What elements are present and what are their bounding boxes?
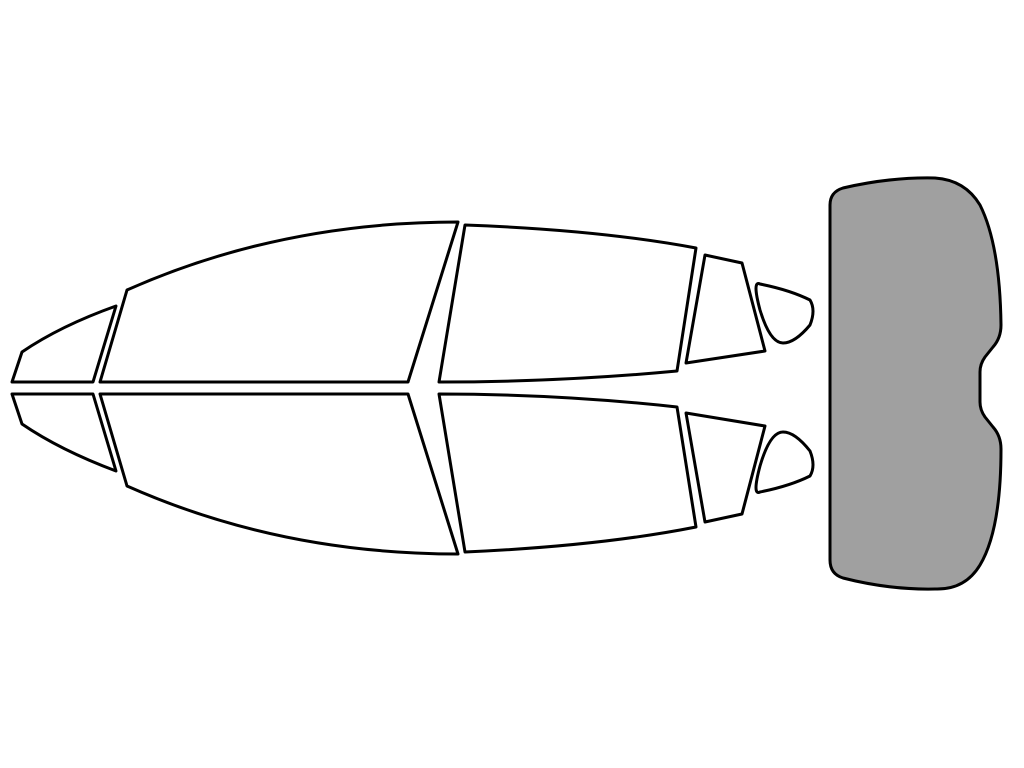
bottom-front-door-window[interactable] bbox=[98, 392, 460, 556]
top-front-door-window[interactable] bbox=[98, 220, 460, 384]
bottom-front-quarter-window[interactable] bbox=[10, 392, 118, 473]
top-rear-door-window[interactable] bbox=[437, 223, 698, 384]
bottom-rear-quarter-window[interactable] bbox=[684, 411, 767, 524]
rear-windshield[interactable] bbox=[828, 176, 1003, 591]
top-rear-quarter-window[interactable] bbox=[684, 253, 767, 365]
top-front-quarter-window[interactable] bbox=[10, 304, 118, 384]
top-rear-vent-window[interactable] bbox=[754, 282, 815, 345]
bottom-rear-vent-window[interactable] bbox=[754, 430, 815, 494]
bottom-rear-door-window[interactable] bbox=[437, 392, 698, 554]
